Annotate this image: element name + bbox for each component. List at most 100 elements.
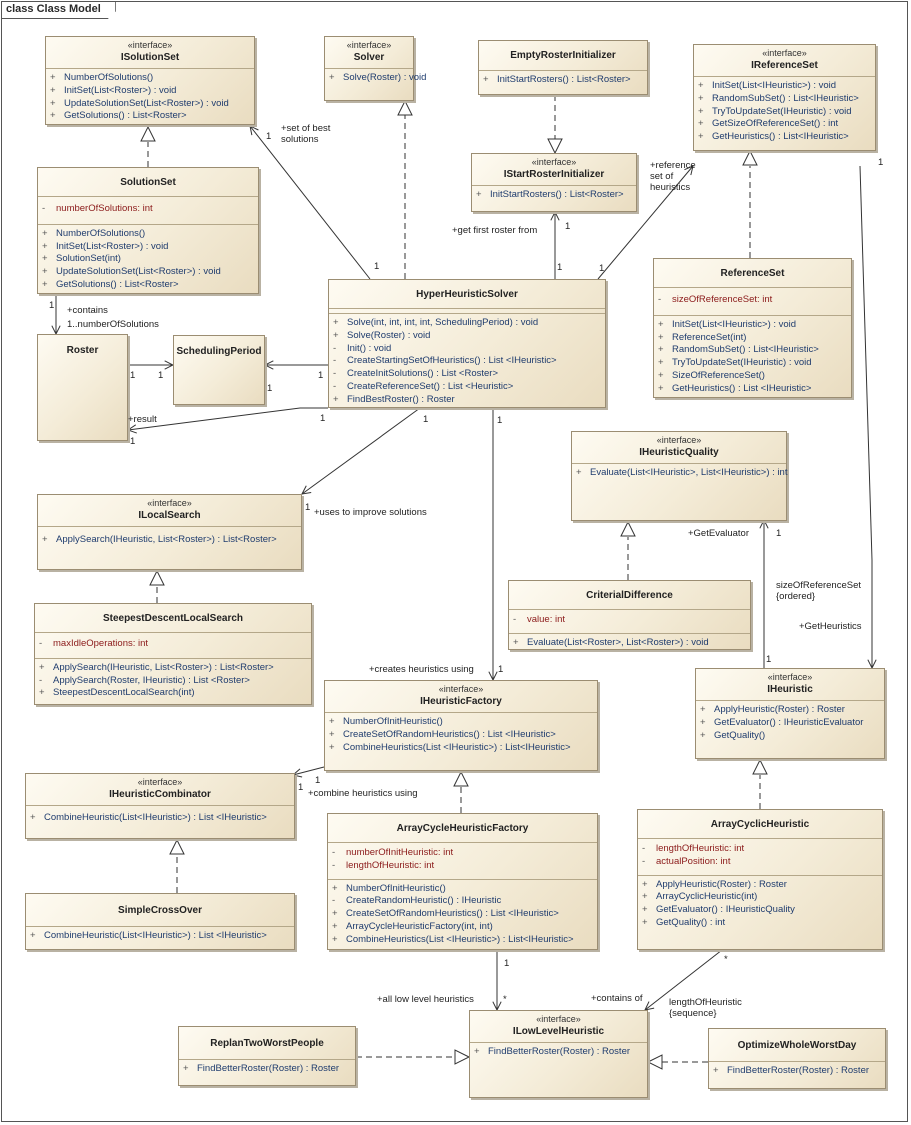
mult-factory-top: 1	[498, 664, 504, 675]
assoc-iref-iheuristic	[859, 165, 872, 668]
class-name: Roster	[66, 345, 99, 356]
mult-roster-result: 1	[130, 436, 136, 447]
operation: +CombineHeuristics(List <IHeuristic>) : …	[332, 933, 574, 945]
operation: +CombineHeuristic(List<IHeuristic>) : Li…	[30, 812, 267, 823]
operation: +CreateSetOfRandomHeuristics() : List <I…	[332, 908, 559, 920]
assoc-hh-isolutionset	[250, 126, 371, 280]
assoc-hh-ireferenceset	[597, 166, 693, 280]
operation: +CombineHeuristics(List <IHeuristic>) : …	[329, 741, 571, 753]
class-name: ArrayCycleHeuristicFactory	[396, 823, 529, 834]
operation: +Solve(Roster) : void	[329, 72, 427, 83]
mult-ireferenceset-right: 1	[878, 157, 884, 168]
class-name: IHeuristicCombinator	[109, 789, 211, 800]
operation: +Solve(int, int, int, int, SchedulingPer…	[333, 317, 539, 328]
operation: +ApplyHeuristic(Roster) : Roster	[642, 878, 787, 890]
class-iheuristicfactory[interactable]: «interface»IHeuristicFactory +NumberOfIn…	[324, 680, 598, 771]
stereotype: «interface»	[536, 1014, 581, 1024]
operation: +GetSizeOfReferenceSet() : int	[698, 118, 839, 130]
tri-istartroster	[547, 138, 563, 155]
class-replantwoworstpeople[interactable]: ReplanTwoWorstPeople +FindBetterRoster(R…	[178, 1026, 356, 1086]
tri-iheuristicfactory	[453, 770, 469, 787]
operation: +FindBetterRoster(Roster) : Roster	[474, 1046, 631, 1057]
mult-contains-tgt: 1..numberOfSolutions	[67, 319, 159, 330]
attribute: -lengthOfHeuristic: int	[642, 843, 745, 854]
stereotype: «interface»	[438, 684, 484, 694]
operation: +Evaluate(List<Roster>, List<Roster>) : …	[513, 636, 709, 648]
class-istartrosterinitializer[interactable]: «interface»IStartRosterInitializer +Init…	[471, 153, 637, 212]
label-get-first-roster: +get first roster from	[452, 225, 538, 236]
class-name: CriterialDifference	[586, 590, 673, 601]
operation: +GetSolutions() : List<Roster>	[42, 278, 179, 290]
operation: +TryToUpdateSet(IHeuristic) : void	[698, 105, 852, 117]
class-schedulingperiod[interactable]: SchedulingPeriod	[173, 335, 265, 405]
class-ireferenceset[interactable]: «interface»IReferenceSet +InitSet(List<I…	[693, 44, 876, 151]
label-get-heuristics: +GetHeuristics	[799, 621, 862, 632]
class-ilocalsearch[interactable]: «interface»ILocalSearch +ApplySearch(IHe…	[37, 494, 302, 570]
class-name: ILocalSearch	[138, 510, 201, 521]
attribute: -actualPosition: int	[642, 855, 731, 867]
operation: +ReferenceSet(int)	[658, 331, 747, 343]
class-name: ReplanTwoWorstPeople	[210, 1038, 324, 1049]
class-optimizewholeworstday[interactable]: OptimizeWholeWorstDay +FindBetterRoster(…	[708, 1028, 886, 1089]
operation: +GetHeuristics() : List <IHeuristic>	[658, 382, 812, 394]
tri-isolutionset	[140, 125, 156, 142]
class-iheuristiccombinator[interactable]: «interface»IHeuristicCombinator +Combine…	[25, 773, 295, 839]
stereotype: «interface»	[762, 48, 807, 58]
class-solver[interactable]: «interface»Solver +Solve(Roster) : void	[324, 36, 427, 101]
class-name: ILowLevelHeuristic	[512, 1026, 605, 1037]
stereotype: «interface»	[531, 157, 577, 167]
label-all-low-level: +all low level heuristics	[377, 994, 474, 1005]
class-name: IStartRosterInitializer	[503, 169, 605, 180]
class-simplecrossover[interactable]: SimpleCrossOver +CombineHeuristic(List<I…	[25, 893, 295, 950]
tri-ilocalsearch	[149, 569, 165, 586]
class-isolutionset[interactable]: «interface»ISolutionSet +NumberOfSolutio…	[45, 36, 255, 125]
class-solutionset[interactable]: SolutionSet -numberOfSolutions: int +Num…	[37, 167, 259, 294]
operation: +GetHeuristics() : List<IHeuristic>	[698, 131, 849, 143]
mult-sp-left: 1	[158, 370, 164, 381]
class-arraycyclicheuristic[interactable]: ArrayCyclicHeuristic -lengthOfHeuristic:…	[637, 809, 883, 950]
class-criterialdifference[interactable]: CriterialDifference -value: int +Evaluat…	[508, 580, 751, 650]
class-name: Solver	[353, 52, 385, 63]
operation: +RandomSubSet() : List<IHeuristic>	[698, 92, 859, 104]
operation: +NumberOfInitHeuristic()	[332, 882, 446, 894]
tri-iheuristic	[752, 758, 768, 775]
assoc-hh-roster	[128, 407, 328, 430]
label-get-evaluator: +GetEvaluator	[688, 528, 749, 539]
operation: +UpdateSolutionSet(List<Roster>) : void	[50, 97, 229, 109]
operation: +InitStartRosters() : List<Roster>	[483, 74, 631, 85]
mult-hh-factory: 1	[497, 415, 503, 426]
class-hyperheuristicsolver[interactable]: HyperHeuristicSolver +Solve(int, int, in…	[328, 279, 606, 408]
class-iheuristic[interactable]: «interface»IHeuristic +ApplyHeuristic(Ro…	[695, 668, 885, 759]
class-name: SimpleCrossOver	[118, 905, 202, 916]
mult-iheuristic-iq: 1	[766, 654, 772, 665]
tri-ireferenceset	[742, 149, 758, 166]
mult-hh-ireferenceset: 1	[599, 263, 605, 274]
class-name: ReferenceSet	[720, 268, 785, 279]
label-result: +result	[128, 414, 157, 425]
mult-factory-combinator: 1	[315, 775, 321, 786]
class-emptyrosterinitializer[interactable]: EmptyRosterInitializer +InitStartRosters…	[478, 40, 648, 95]
mult-contains-src: 1	[49, 300, 55, 311]
operation: +SteepestDescentLocalSearch(int)	[39, 687, 195, 699]
assoc-ach-lowlevel	[645, 949, 723, 1010]
operation: +ArrayCyclicHeuristic(int)	[642, 891, 758, 903]
class-arraycycleheuristicfactory[interactable]: ArrayCycleHeuristicFactory -numberOfInit…	[327, 813, 598, 950]
mult-acf-lowlevel: 1	[504, 958, 510, 969]
operation: +RandomSubSet() : List<IHeuristic>	[658, 344, 819, 356]
class-ilowlevelheuristic[interactable]: «interface» ILowLevelHeuristic +FindBette…	[469, 1010, 648, 1098]
class-name: ArrayCyclicHeuristic	[710, 819, 810, 830]
mult-ach-star: *	[724, 954, 728, 965]
class-steepestdescentlocalsearch[interactable]: SteepestDescentLocalSearch -maxIdleOpera…	[34, 603, 312, 705]
operation: +ApplySearch(IHeuristic, List<Roster>) :…	[39, 661, 274, 673]
class-name: SolutionSet	[120, 177, 176, 188]
class-roster[interactable]: Roster	[37, 334, 128, 441]
operation: -CreateReferenceSet() : List <Heuristic>	[333, 380, 514, 392]
attribute: -numberOfInitHeuristic: int	[332, 847, 454, 858]
assoc-factory-combinator	[293, 766, 325, 775]
mult-hh-result: 1	[320, 413, 326, 424]
class-iheuristicquality[interactable]: «interface»IHeuristicQuality +Evaluate(L…	[571, 431, 787, 521]
operation: +FindBestRoster() : Roster	[333, 393, 455, 405]
class-referenceset[interactable]: ReferenceSet -sizeOfReferenceSet: int +I…	[653, 258, 852, 398]
